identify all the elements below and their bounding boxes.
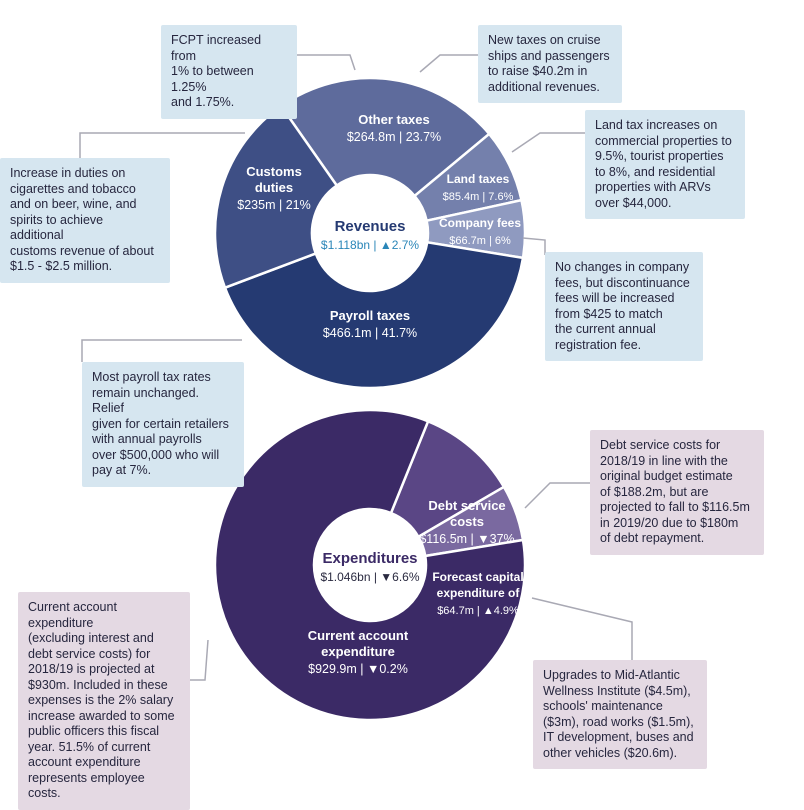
annotation-payroll-taxes: Most payroll tax rates remain unchanged.… <box>82 362 244 487</box>
revenues-title: Revenues <box>335 218 406 235</box>
leader-line-company <box>522 237 546 255</box>
revenues-label-land-taxes: Land taxes$85.4m | 7.6% <box>443 172 514 203</box>
expenditures-value-debt-service-costs: $116.5m | ▼37% <box>419 532 514 546</box>
leader-line-fcpt <box>280 54 356 71</box>
revenues-total: $1.118bn | ▲2.7% <box>321 238 420 252</box>
leader-line-land <box>511 132 585 153</box>
annotation-customs-duties: Increase in duties on cigarettes and tob… <box>0 158 170 283</box>
annotation-fcpt: FCPT increased from 1% to between 1.25% … <box>161 25 297 119</box>
leader-line-customs <box>79 132 245 160</box>
revenues-value-company-fees: $66.7m | 6% <box>449 235 511 247</box>
revenues-value-other-taxes: $264.8m | 23.7% <box>347 130 441 144</box>
leader-line-capital <box>531 597 633 660</box>
annotation-current-account: Current account expenditure (excluding i… <box>18 592 190 810</box>
expenditures-total: $1.046bn | ▼6.6% <box>320 570 419 584</box>
expenditures-value-forecast-capital-expenditure-of: $64.7m | ▲4.9% <box>437 605 519 617</box>
revenues-slice-other-taxes <box>279 76 491 198</box>
revenues-slice-payroll-taxes <box>223 240 525 390</box>
leader-line-cruise <box>419 54 478 73</box>
revenues-value-land-taxes: $85.4m | 7.6% <box>443 191 514 203</box>
expenditures-slice-current-account-expenditure <box>213 408 527 722</box>
expenditures-title: Expenditures <box>322 550 417 567</box>
leader-line-payroll <box>81 339 242 362</box>
annotation-cruise-taxes: New taxes on cruise ships and passengers… <box>478 25 622 103</box>
annotation-company-fees: No changes in company fees, but disconti… <box>545 252 703 361</box>
revenues-label-company-fees: Company fees$66.7m | 6% <box>439 216 521 247</box>
annotation-debt-service: Debt service costs for 2018/19 in line w… <box>590 430 764 555</box>
annotation-land-tax: Land tax increases on commercial propert… <box>585 110 745 219</box>
leader-line-current <box>185 639 209 681</box>
annotation-capital-expenditure: Upgrades to Mid-Atlantic Wellness Instit… <box>533 660 707 769</box>
revenues-value-payroll-taxes: $466.1m | 41.7% <box>323 326 417 340</box>
revenues-label-other-taxes: Other taxes$264.8m | 23.7% <box>347 112 441 144</box>
expenditures-value-current-account-expenditure: $929.9m | ▼0.2% <box>308 662 408 676</box>
leader-line-debt <box>524 482 590 509</box>
revenues-value-customs-duties: $235m | 21% <box>237 198 310 212</box>
revenues-label-payroll-taxes: Payroll taxes$466.1m | 41.7% <box>323 308 417 340</box>
